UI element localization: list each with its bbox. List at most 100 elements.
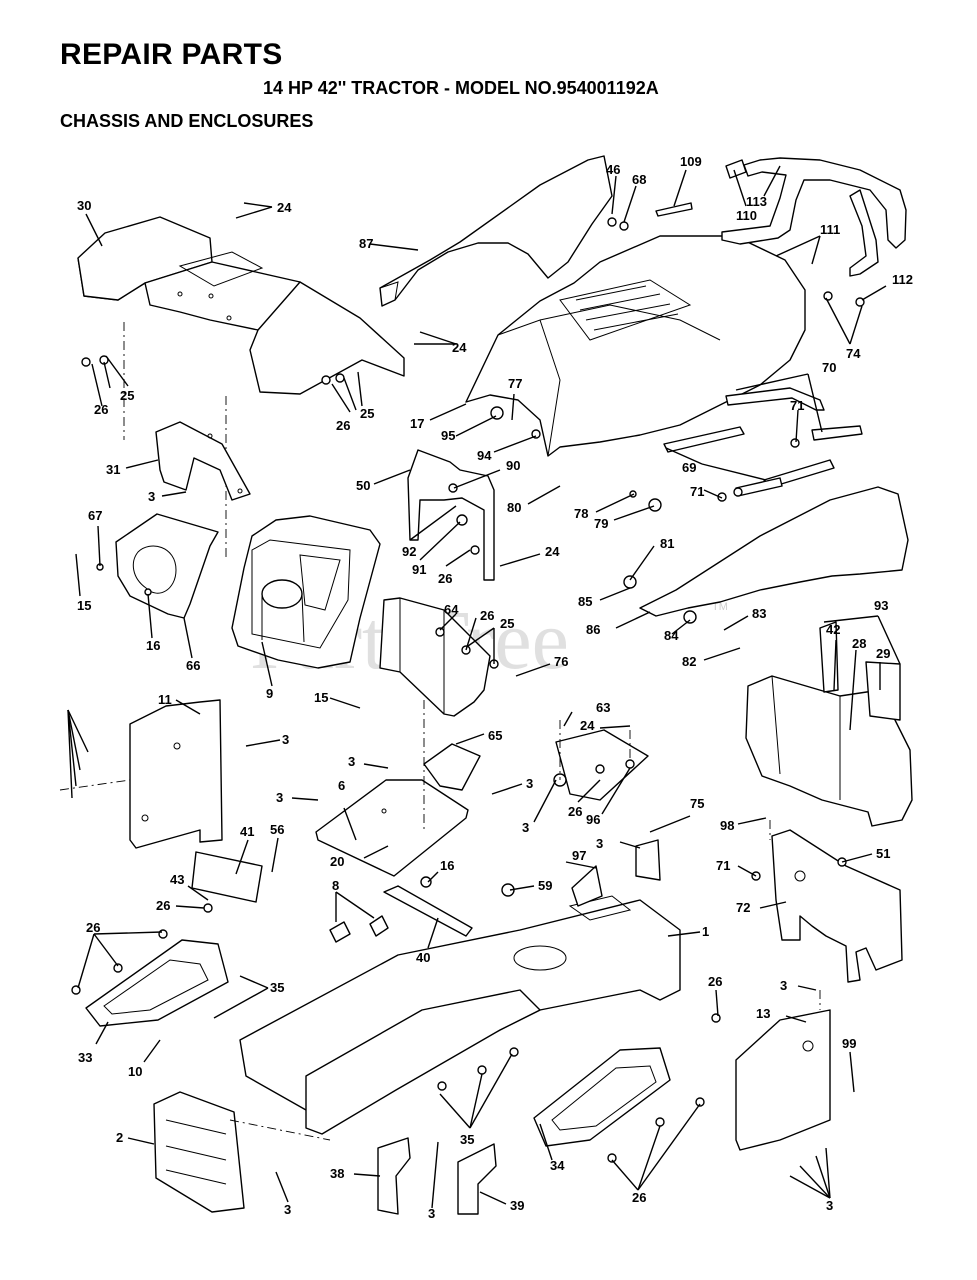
part-hood-straps [663, 387, 863, 497]
callout-number: 24 [452, 340, 467, 355]
callout-number: 70 [822, 360, 836, 375]
callout-number: 3 [596, 836, 603, 851]
part-dash-panel [231, 515, 381, 669]
callout-number: 24 [277, 200, 292, 215]
callout-number: 84 [664, 628, 679, 643]
callout-number: 3 [522, 820, 529, 835]
part-8-clip-b [369, 915, 389, 937]
callout-number: 26 [632, 1190, 646, 1205]
callout-number: 26 [336, 418, 350, 433]
callout-number: 34 [550, 1158, 565, 1173]
callout-number: 92 [402, 544, 416, 559]
watermark-tm: TM [712, 601, 728, 613]
part-13-side-panel [735, 1009, 831, 1151]
callout-number: 3 [284, 1202, 291, 1217]
callout-number: 111 [820, 222, 840, 237]
callout-number: 24 [545, 544, 560, 559]
callout-number: 82 [682, 654, 696, 669]
callout-number: 83 [752, 606, 766, 621]
callout-number: 67 [88, 508, 102, 523]
callout-number: 25 [120, 388, 134, 403]
callout-number: 10 [128, 1064, 142, 1079]
part-40-strap [383, 885, 473, 937]
callout-number: 79 [594, 516, 608, 531]
callout-number: 3 [428, 1206, 435, 1221]
callout-number: 93 [874, 598, 888, 613]
callout-number: 3 [282, 732, 289, 747]
part-6-plate [315, 779, 469, 877]
part-rear-fender [77, 216, 405, 560]
callout-number: 87 [359, 236, 373, 251]
part-38-bracket [377, 1137, 411, 1215]
callout-number: 3 [526, 776, 533, 791]
assembly-guides [59, 700, 821, 1141]
part-109-strap [655, 202, 693, 217]
callout-number: 20 [330, 854, 344, 869]
callout-number: 1 [702, 924, 709, 939]
callout-number: 42 [826, 622, 840, 637]
callout-number: 40 [416, 950, 430, 965]
callout-number: 24 [580, 718, 595, 733]
callout-number: 26 [156, 898, 170, 913]
part-31-bracket [155, 421, 251, 501]
part-grille-bar [721, 157, 907, 277]
callout-number: 75 [690, 796, 704, 811]
callout-number: 66 [186, 658, 200, 673]
callout-number: 13 [756, 1006, 770, 1021]
callout-number: 77 [508, 376, 522, 391]
callout-number: 51 [876, 846, 890, 861]
callout-number: 15 [77, 598, 91, 613]
section-title: CHASSIS AND ENCLOSURES [60, 111, 314, 131]
part-11-side-panel [129, 699, 223, 849]
callout-number: 90 [506, 458, 520, 473]
callout-number: 3 [348, 754, 355, 769]
callout-number: 64 [444, 602, 459, 617]
part-hood [379, 155, 806, 457]
callout-number: 15 [314, 690, 328, 705]
callout-number: 98 [720, 818, 734, 833]
callout-number: 25 [500, 616, 514, 631]
callout-number: 69 [682, 460, 696, 475]
callout-number: 63 [596, 700, 610, 715]
callout-number: 16 [146, 638, 160, 653]
model-subtitle: 14 HP 42'' TRACTOR - MODEL NO.954001192A [263, 78, 659, 98]
callout-number: 99 [842, 1036, 856, 1051]
callout-number: 29 [876, 646, 890, 661]
callout-number: 3 [780, 978, 787, 993]
callout-number: 26 [568, 804, 582, 819]
callout-number: 9 [266, 686, 273, 701]
part-39-bracket [457, 1143, 497, 1215]
callout-number: 46 [606, 162, 620, 177]
callout-number: 94 [477, 448, 492, 463]
callout-number: 38 [330, 1166, 344, 1181]
callout-number: 11 [158, 692, 172, 707]
callout-number: 28 [852, 636, 866, 651]
callout-number: 26 [86, 920, 100, 935]
callout-number: 50 [356, 478, 370, 493]
callout-number: 113 [746, 194, 767, 209]
callout-number: 26 [708, 974, 722, 989]
callout-number: 3 [826, 1198, 833, 1213]
callout-number: 35 [270, 980, 284, 995]
callout-number: 3 [276, 790, 283, 805]
part-28-grille [745, 621, 913, 827]
callout-number: 39 [510, 1198, 524, 1213]
callout-number: 26 [438, 571, 452, 586]
callout-number: 68 [632, 172, 646, 187]
part-64-support [379, 597, 491, 717]
callout-number: 30 [77, 198, 91, 213]
callout-number: 71 [790, 398, 804, 413]
callout-number: 2 [116, 1130, 123, 1145]
callout-number: 74 [846, 346, 861, 361]
callout-number: 56 [270, 822, 284, 837]
callout-number: 97 [572, 848, 586, 863]
callout-number: 31 [106, 462, 120, 477]
callout-number: 95 [441, 428, 455, 443]
callout-number: 26 [480, 608, 494, 623]
part-66-shield [115, 513, 219, 619]
callout-number: 96 [586, 812, 600, 827]
callout-number: 3 [148, 489, 155, 504]
part-34-footrest [533, 1047, 671, 1147]
callout-number: 91 [412, 562, 426, 577]
